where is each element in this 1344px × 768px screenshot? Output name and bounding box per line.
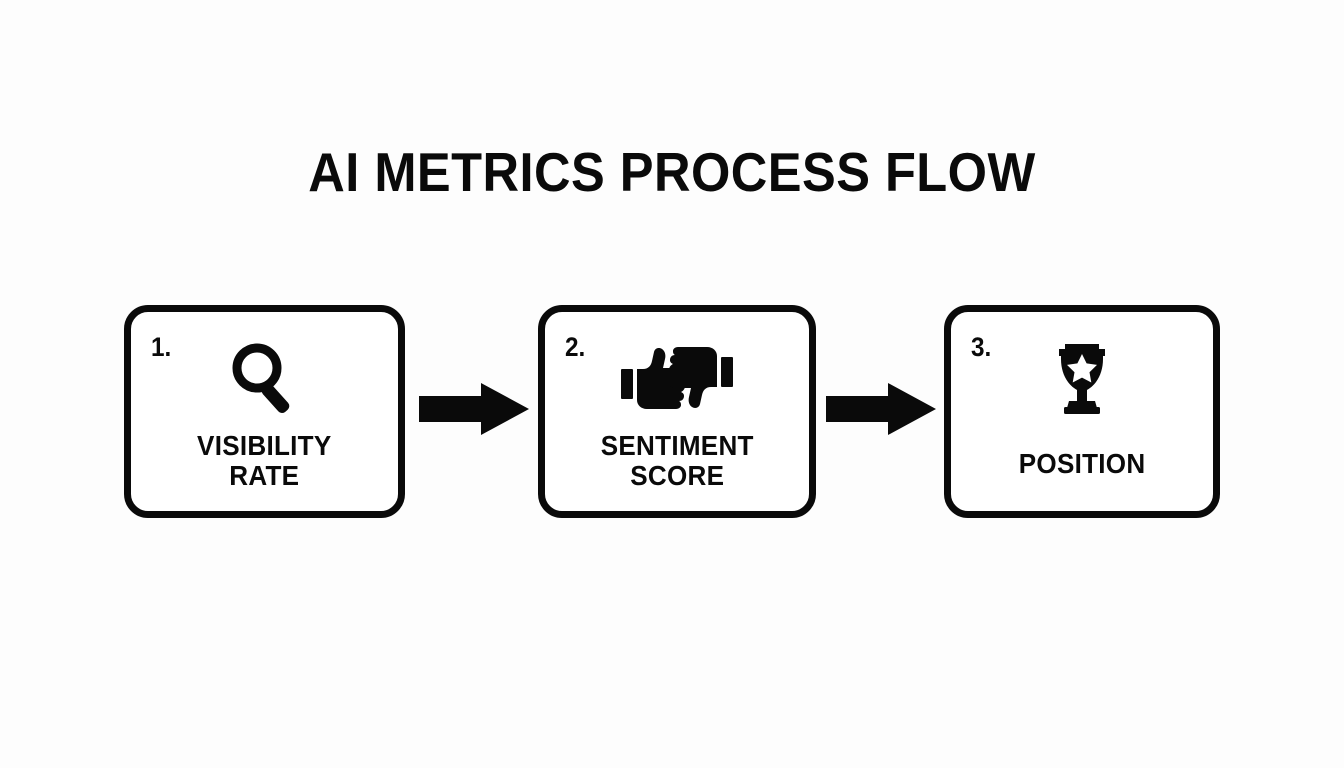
trophy-star-icon: [1039, 342, 1125, 414]
step-card-sentiment-score[interactable]: 2. SENT: [538, 305, 816, 518]
step-content-1: VISIBILITY RATE: [131, 334, 398, 497]
process-flow: 1. VISIBILITY RATE 2.: [124, 305, 1220, 518]
magnifying-glass-icon: [226, 342, 304, 414]
arrow-right-icon: [826, 383, 936, 435]
step-label-2: SENTIMENT SCORE: [600, 430, 754, 491]
arrow-right-icon: [419, 383, 529, 435]
step-number-1: 1.: [151, 332, 172, 362]
step-content-2: SENTIMENT SCORE: [545, 334, 809, 497]
step-number-2: 2.: [565, 332, 586, 362]
step-content-3: POSITION: [951, 334, 1213, 497]
page-title: AI METRICS PROCESS FLOW: [308, 141, 1036, 203]
step-card-visibility-rate[interactable]: 1. VISIBILITY RATE: [124, 305, 405, 518]
thumbs-up-down-icon: [621, 342, 733, 414]
step-label-3: POSITION: [1018, 448, 1146, 479]
step-number-3: 3.: [971, 332, 992, 362]
step-label-1: VISIBILITY RATE: [197, 430, 332, 491]
step-card-position[interactable]: 3.: [944, 305, 1220, 518]
